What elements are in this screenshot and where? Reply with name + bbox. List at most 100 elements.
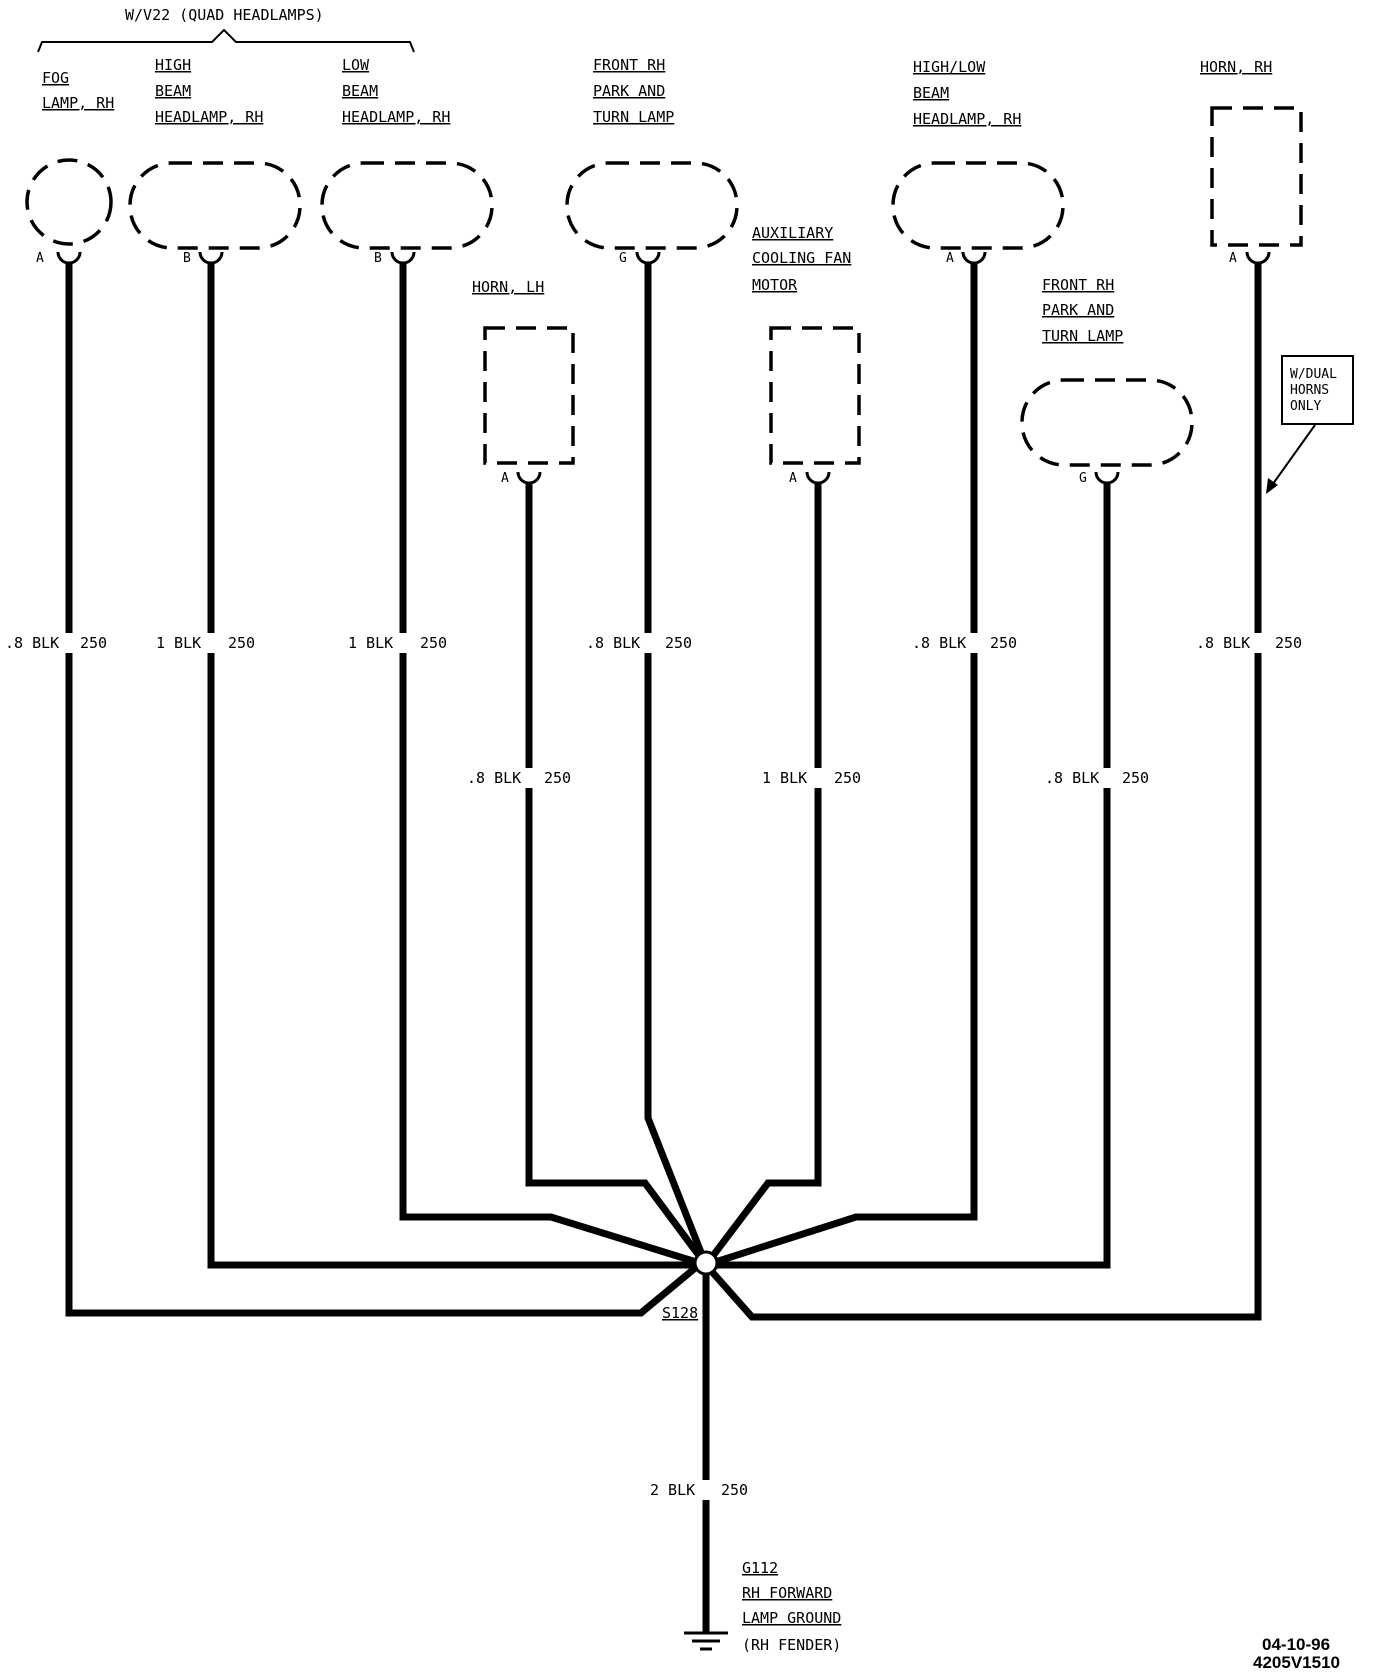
gauge-front-rh-park-1: .8 BLK: [586, 634, 640, 652]
wire-low-beam: [399, 262, 708, 1269]
circuit-fog-lamp: 250: [80, 634, 107, 652]
svg-text:HEADLAMP, RH: HEADLAMP, RH: [155, 108, 263, 126]
svg-text:HIGH/LOW: HIGH/LOW: [913, 58, 986, 76]
svg-text:PARK AND: PARK AND: [593, 82, 665, 100]
horn-rh-connector: [1245, 251, 1271, 265]
label-low-beam-rh: LOW BEAM HEADLAMP, RH: [342, 56, 450, 126]
footer-code: 4205V1510: [1253, 1653, 1340, 1672]
aux-fan-connector: [805, 471, 831, 485]
wire-high-low-beam: [704, 262, 978, 1269]
circuit-aux-fan: 250: [834, 769, 861, 787]
svg-text:TURN LAMP: TURN LAMP: [1042, 327, 1123, 345]
pin-high-beam: B: [183, 251, 191, 266]
svg-text:COOLING FAN: COOLING FAN: [752, 249, 851, 267]
label-horn-lh: HORN, LH: [472, 278, 544, 296]
svg-text:G112: G112: [742, 1559, 778, 1577]
svg-text:BEAM: BEAM: [342, 82, 378, 100]
fog-lamp-rh-outline: [25, 158, 113, 246]
svg-text:(RH FENDER): (RH FENDER): [742, 1636, 841, 1654]
svg-text:HEADLAMP, RH: HEADLAMP, RH: [342, 108, 450, 126]
front-rh-park-turn-2-outline: [1020, 378, 1194, 467]
pin-high-low-beam: A: [946, 251, 954, 266]
label-high-beam-rh: HIGH BEAM HEADLAMP, RH: [155, 56, 263, 126]
wire-front-rh-park-1: [644, 262, 710, 1267]
high-beam-connector: [198, 251, 224, 265]
pin-horn-lh: A: [501, 471, 509, 486]
dual-horns-note-line1: W/DUAL: [1290, 367, 1337, 382]
gauge-front-rh-park-2: .8 BLK: [1045, 769, 1099, 787]
pin-low-beam: B: [374, 251, 382, 266]
svg-text:HORN, LH: HORN, LH: [472, 278, 544, 296]
front-rh-park-2-connector: [1094, 471, 1120, 485]
wire-fog-lamp: [65, 262, 709, 1317]
splice-label: S128: [662, 1304, 698, 1322]
wire-aux-fan: [703, 482, 822, 1268]
horn-rh-outline: [1210, 106, 1303, 247]
wire-horn-rh: [703, 262, 1262, 1321]
front-rh-park-turn-1-outline: [565, 161, 739, 250]
horn-lh-outline: [483, 326, 575, 465]
svg-text:LAMP, RH: LAMP, RH: [42, 94, 114, 112]
ground-labels: G112 RH FORWARD LAMP GROUND (RH FENDER): [742, 1559, 841, 1654]
svg-text:FRONT RH: FRONT RH: [593, 56, 665, 74]
pin-aux-fan: A: [789, 471, 797, 486]
gauge-horn-rh: .8 BLK: [1196, 634, 1250, 652]
circuit-horn-rh: 250: [1275, 634, 1302, 652]
dual-horns-arrow-line: [1269, 424, 1316, 489]
pin-horn-rh: A: [1229, 251, 1237, 266]
wire-front-rh-park-2: [706, 482, 1111, 1269]
gauge-aux-fan: 1 BLK: [762, 769, 807, 787]
wire-high-beam: [207, 262, 706, 1269]
circuit-front-rh-park-2: 250: [1122, 769, 1149, 787]
svg-text:HEADLAMP, RH: HEADLAMP, RH: [913, 110, 1021, 128]
footer-date: 04-10-96: [1262, 1635, 1330, 1654]
pin-front-rh-park-1: G: [619, 251, 627, 266]
fog-lamp-connector: [56, 251, 82, 265]
svg-text:BEAM: BEAM: [913, 84, 949, 102]
low-beam-rh-outline: [320, 161, 494, 250]
svg-text:HORN, RH: HORN, RH: [1200, 58, 1272, 76]
high-beam-rh-outline: [128, 161, 302, 250]
circuit-high-low-beam: 250: [990, 634, 1017, 652]
svg-text:BEAM: BEAM: [155, 82, 191, 100]
label-front-rh-park-turn-1: FRONT RH PARK AND TURN LAMP: [593, 56, 674, 126]
gauge-ground: 2 BLK: [650, 1481, 695, 1499]
gauge-high-low-beam: .8 BLK: [912, 634, 966, 652]
group-label: W/V22 (QUAD HEADLAMPS): [125, 6, 324, 24]
svg-text:LOW: LOW: [342, 56, 370, 74]
ground-symbol: [684, 1631, 728, 1651]
svg-text:PARK AND: PARK AND: [1042, 301, 1114, 319]
label-horn-rh: HORN, RH: [1200, 58, 1272, 76]
dual-horns-arrow-head: [1266, 478, 1278, 494]
low-beam-connector: [390, 251, 416, 265]
label-front-rh-park-turn-2: FRONT RH PARK AND TURN LAMP: [1042, 276, 1123, 345]
high-low-beam-rh-outline: [891, 161, 1065, 250]
gauge-low-beam: 1 BLK: [348, 634, 393, 652]
group-bracket: [37, 28, 415, 53]
wire-horn-lh: [525, 482, 709, 1268]
circuit-high-beam: 250: [228, 634, 255, 652]
svg-text:MOTOR: MOTOR: [752, 276, 798, 294]
high-low-beam-connector: [961, 251, 987, 265]
svg-text:FOG: FOG: [42, 69, 69, 87]
circuit-horn-lh: 250: [544, 769, 571, 787]
label-aux-cooling-fan: AUXILIARY COOLING FAN MOTOR: [752, 224, 851, 294]
gauge-fog-lamp: .8 BLK: [5, 634, 59, 652]
svg-text:HIGH: HIGH: [155, 56, 191, 74]
splice-s128: [693, 1250, 719, 1276]
dual-horns-note-box: [1281, 355, 1354, 425]
dual-horns-note-line2: HORNS: [1290, 383, 1329, 398]
circuit-front-rh-park-1: 250: [665, 634, 692, 652]
label-high-low-beam-rh: HIGH/LOW BEAM HEADLAMP, RH: [913, 58, 1021, 128]
svg-text:TURN LAMP: TURN LAMP: [593, 108, 674, 126]
dual-horns-note-line3: ONLY: [1290, 399, 1321, 414]
pin-fog-lamp: A: [36, 251, 44, 266]
pin-front-rh-park-2: G: [1079, 471, 1087, 486]
gauge-high-beam: 1 BLK: [156, 634, 201, 652]
circuit-ground: 250: [721, 1481, 748, 1499]
circuit-low-beam: 250: [420, 634, 447, 652]
svg-text:RH FORWARD: RH FORWARD: [742, 1584, 832, 1602]
label-fog-lamp-rh: FOG LAMP, RH: [42, 69, 114, 112]
aux-cooling-fan-outline: [769, 326, 861, 465]
